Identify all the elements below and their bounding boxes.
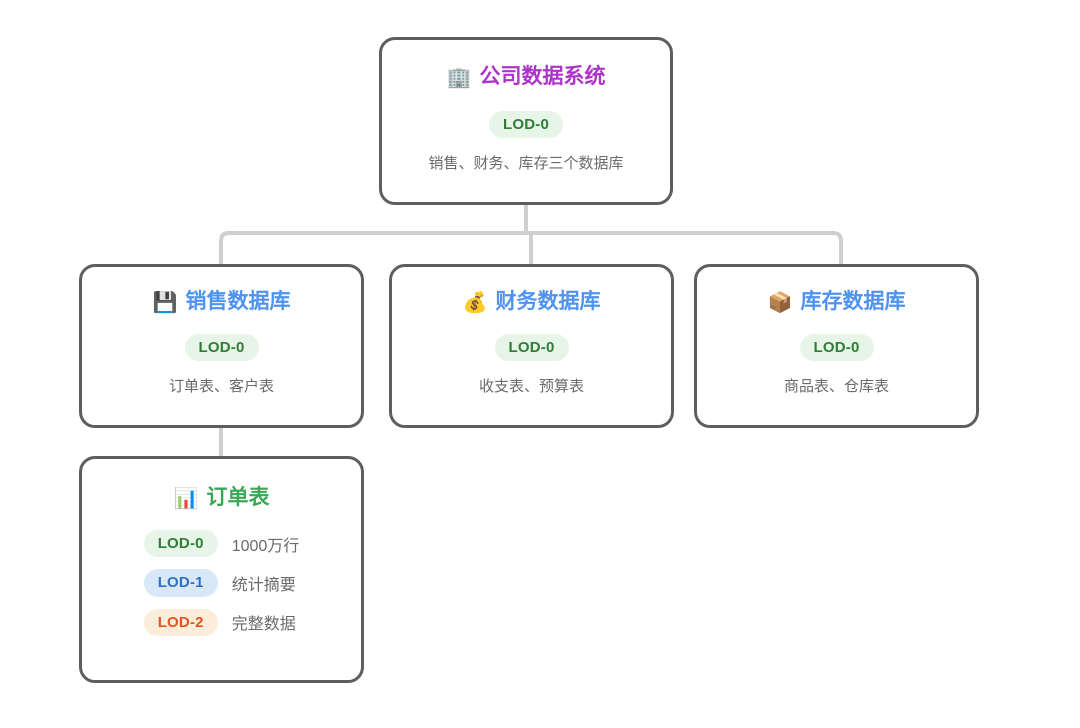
node-title-text: 订单表 — [206, 486, 270, 509]
lod-level-row[interactable]: LOD-0 1000万行 — [143, 530, 300, 558]
lod-level-list: LOD-0 1000万行 LOD-1 统计摘要 LOD-2 完整数据 — [143, 530, 300, 636]
floppy-disk-icon: 💾 — [152, 289, 178, 314]
node-title-text: 公司数据系统 — [479, 65, 606, 88]
node-sales-database[interactable]: 💾 销售数据库 LOD-0 订单表、客户表 — [79, 264, 364, 428]
node-subtitle: 收支表、预算表 — [478, 378, 584, 396]
lod-description: 1000万行 — [231, 537, 300, 555]
lod-badge: LOD-0 — [494, 334, 569, 362]
node-subtitle: 销售、财务、库存三个数据库 — [428, 155, 624, 173]
node-finance-database[interactable]: 💰 财务数据库 LOD-0 收支表、预算表 — [389, 264, 674, 428]
node-title-text: 财务数据库 — [495, 290, 601, 313]
lod-description: 完整数据 — [231, 616, 296, 634]
lod-badge: LOD-1 — [143, 569, 218, 597]
bar-chart-icon: 📊 — [173, 485, 199, 510]
lod-badge: LOD-0 — [799, 334, 874, 362]
node-title: 💾 销售数据库 — [153, 289, 291, 314]
node-orders-table[interactable]: 📊 订单表 LOD-0 1000万行 LOD-1 统计摘要 LOD-2 完整数据 — [79, 456, 364, 683]
node-company-data-system[interactable]: 🏢 公司数据系统 LOD-0 销售、财务、库存三个数据库 — [379, 37, 673, 205]
lod-level-row[interactable]: LOD-2 完整数据 — [143, 608, 300, 636]
node-title: 📊 订单表 — [174, 485, 270, 510]
office-building-icon: 🏢 — [446, 64, 472, 89]
lod-level-row[interactable]: LOD-1 统计摘要 — [143, 569, 300, 597]
lod-description: 统计摘要 — [231, 577, 296, 595]
package-icon: 📦 — [767, 289, 793, 314]
node-title-text: 库存数据库 — [800, 290, 906, 313]
money-bag-icon: 💰 — [462, 289, 488, 314]
lod-badge: LOD-2 — [143, 608, 218, 636]
node-title: 💰 财务数据库 — [463, 289, 601, 314]
node-title: 📦 库存数据库 — [768, 289, 906, 314]
node-subtitle: 订单表、客户表 — [168, 378, 274, 396]
node-subtitle: 商品表、仓库表 — [783, 378, 889, 396]
node-inventory-database[interactable]: 📦 库存数据库 LOD-0 商品表、仓库表 — [694, 264, 979, 428]
node-title-text: 销售数据库 — [185, 290, 291, 313]
lod-badge: LOD-0 — [489, 111, 563, 139]
lod-badge: LOD-0 — [184, 334, 259, 362]
node-title: 🏢 公司数据系统 — [447, 64, 606, 89]
lod-badge: LOD-0 — [143, 530, 218, 558]
